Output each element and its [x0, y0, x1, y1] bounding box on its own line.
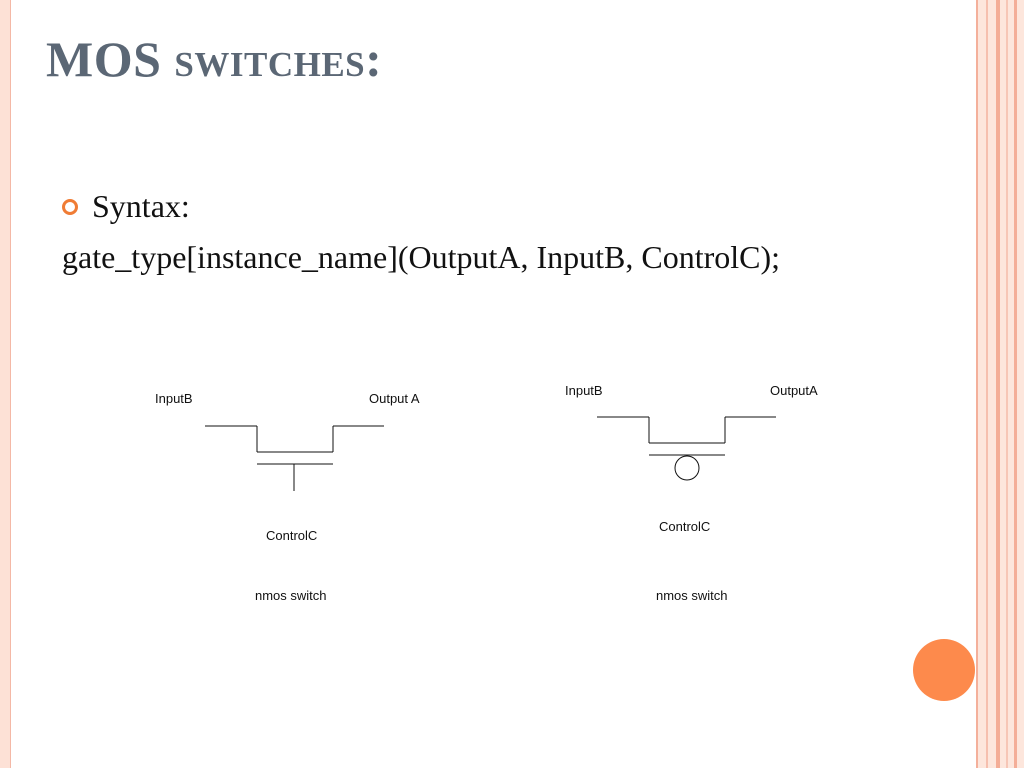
frame-stripe: [996, 0, 1000, 768]
right-frame-stripes: [976, 0, 1024, 768]
bullet-syntax: Syntax:: [62, 188, 190, 225]
left-frame-band: [0, 0, 11, 768]
right-caption: nmos switch: [656, 588, 728, 603]
nmos-switch-right-symbol: [597, 416, 776, 481]
frame-stripe: [1014, 0, 1017, 768]
frame-stripe: [986, 0, 988, 768]
left-output-label: Output A: [369, 391, 420, 406]
right-input-label: InputB: [565, 383, 603, 398]
decorative-orange-circle: [913, 639, 975, 701]
right-output-label: OutputA: [770, 383, 818, 398]
frame-stripe: [976, 0, 978, 768]
right-gate-bubble: [674, 455, 700, 481]
left-control-label: ControlC: [266, 528, 318, 543]
bullet-text: Syntax:: [92, 188, 190, 224]
slide-title: MOS switches:: [46, 30, 382, 88]
syntax-text: gate_type[instance_name](OutputA, InputB…: [62, 239, 781, 275]
bullet-circle-icon: [62, 198, 78, 215]
left-input-label: InputB: [155, 391, 193, 406]
frame-stripe: [1006, 0, 1008, 768]
right-control-label: ControlC: [659, 519, 711, 534]
nmos-switch-left-symbol: [205, 425, 384, 491]
title-small-caps: switches:: [174, 31, 383, 87]
title-main: MOS: [46, 31, 162, 87]
left-caption: nmos switch: [255, 588, 327, 603]
